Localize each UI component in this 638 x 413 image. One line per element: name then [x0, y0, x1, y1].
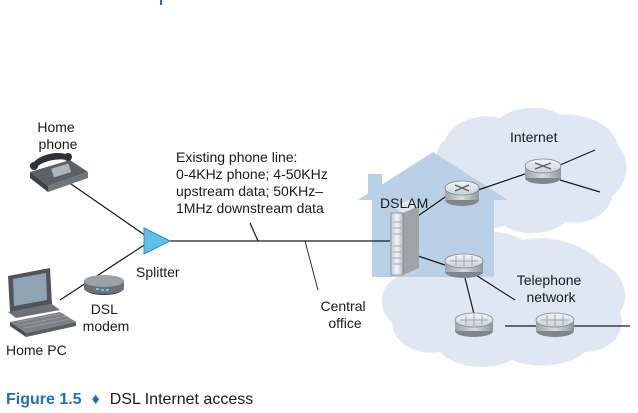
- figure-caption: Figure 1.5 ♦ DSL Internet access: [6, 391, 253, 408]
- home-pc-label: Home PC: [6, 342, 67, 358]
- figure-number: Figure 1.5: [6, 391, 82, 408]
- splitter-icon: [143, 227, 172, 255]
- home-phone-label: Home phone: [37, 119, 78, 152]
- caption-separator: ♦: [92, 391, 100, 408]
- telephone-switch-icon: [535, 312, 575, 337]
- connection-lines: [57, 149, 630, 327]
- caption-text: DSL Internet access: [110, 391, 253, 408]
- telephone-network-label: Telephone network: [517, 272, 586, 305]
- router-icon: [444, 180, 480, 206]
- dsl-modem-icon: [84, 275, 124, 295]
- telephone-switch-icon: [444, 253, 484, 278]
- splitter-label: Splitter: [136, 264, 180, 280]
- desktop-computer-icon: [8, 268, 76, 337]
- phone-line-label: Existing phone line: 0-4KHz phone; 4-50K…: [176, 149, 332, 216]
- dslam-rack-icon: [390, 200, 419, 276]
- central-office-label: Central office: [320, 298, 369, 331]
- telephone-switch-icon: [454, 312, 494, 337]
- router-icon: [524, 158, 562, 184]
- dsl-modem-label: DSL modem: [83, 301, 130, 334]
- telephone-icon: [30, 152, 88, 192]
- dslam-label: DSLAM: [380, 195, 428, 211]
- internet-label: Internet: [510, 129, 558, 145]
